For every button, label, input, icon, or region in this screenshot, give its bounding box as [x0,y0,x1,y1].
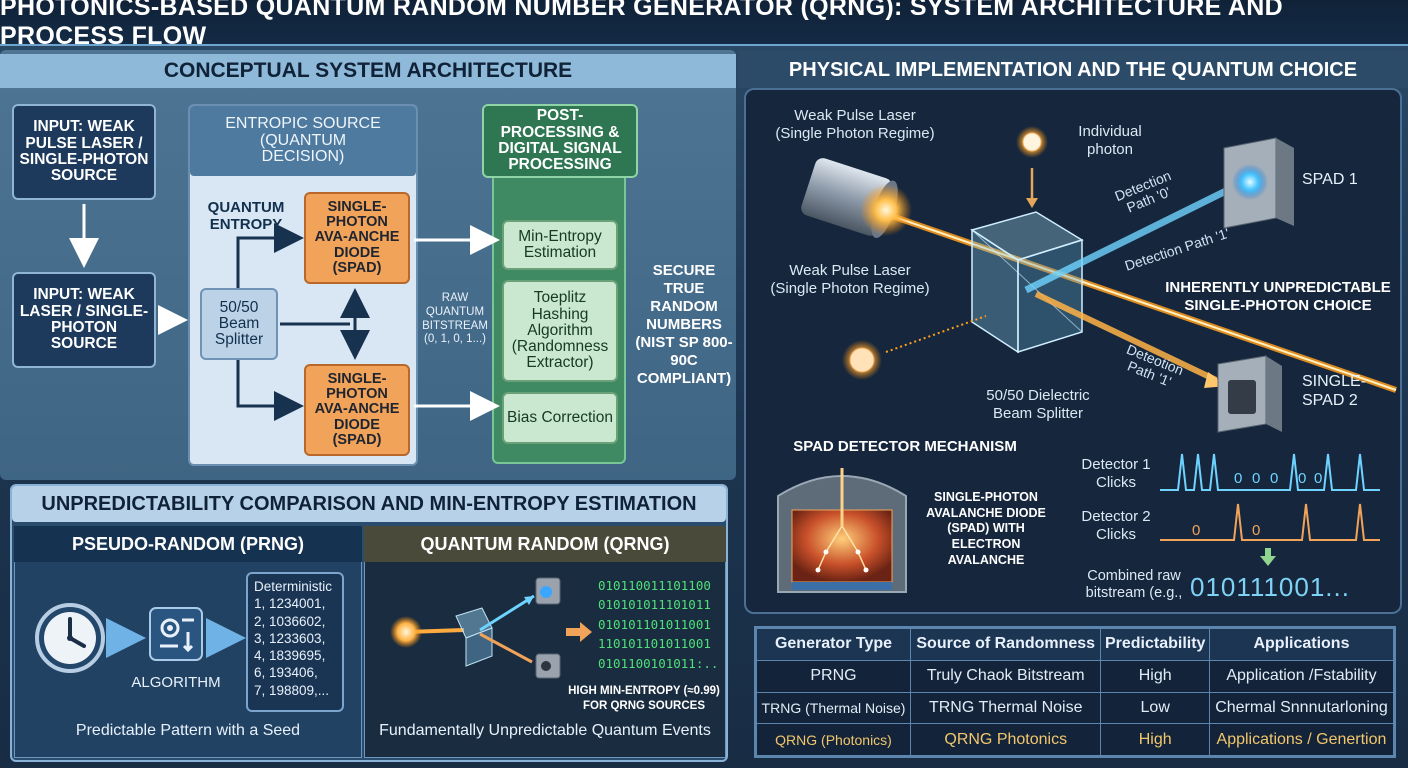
beam-splitter-label: 50/50 Dielectric Beam Splitter [986,387,1090,422]
qrng-title: QUANTUM RANDOM (QRNG) [364,526,726,562]
detector2-bit: 0 [1252,522,1261,539]
qrng-mini-diagram [376,570,566,690]
prng-caption: Predictable Pattern with a Seed [75,722,301,739]
table-cell: High [1100,659,1210,693]
detector1-label: Detector 1 Clicks [1081,456,1151,491]
qrng-bits-line: 0101100101011:.. [598,655,719,671]
deterministic-line: 3, 1233603, [254,630,326,646]
spad-desc-label: SINGLE-PHOTON AVALANCHE DIODE (SPAD) WIT… [926,490,1046,567]
raw-bitstream-label: RAW QUANTUM BITSTREAM (0, 1, 0, 1...) [422,292,488,346]
table-header: Generator Type [756,628,911,661]
combined-bitstream: 010111001... [1190,572,1350,602]
qrng-bits-line: 110101101011001 [598,636,711,652]
bias-correction-box: Bias Correction [502,392,618,444]
qrng-panel [364,526,726,758]
down-arrow-icon [1260,548,1276,566]
table-header: Applications [1208,628,1395,661]
table-cell: High [1100,723,1210,756]
table-cell: Low [1100,691,1210,725]
table-cell: TRNG Thermal Noise [909,691,1102,725]
spad-cross-section-icon [772,462,912,598]
high-min-entropy-label: HIGH MIN-ENTROPY (≈0.99) FOR QRNG SOURCE… [568,685,720,712]
clock-icon [34,602,106,674]
individual-photon-label: Individual photon [1078,123,1142,158]
laser-bottom-label: Weak Pulse Laser (Single Photon Regime) [770,262,930,297]
table-row: PRNG Truly Chaok Bitstream High Applicat… [756,659,1395,693]
qrng-bits-line: 010110011101100 [598,578,711,593]
prng-title: PSEUDO-RANDOM (PRNG) [14,526,362,562]
table-cell: Applications / Genertion [1208,723,1395,756]
table-row: QRNG (Photonics) QRNG Photonics High App… [756,723,1395,756]
physical-heading-band [738,50,1408,88]
min-entropy-box: Min-Entropy Estimation [502,220,618,270]
post-processing-title: POST-PROCESSING & DIGITAL SIGNAL PROCESS… [482,104,638,178]
table-cell: TRNG (Thermal Noise) [756,691,911,725]
detector2-waveform [1160,500,1380,544]
spad1-label: SPAD 1 [1302,171,1358,188]
deterministic-line: 1, 1234001, [254,596,326,612]
deterministic-line: 4, 1839695, [254,648,326,664]
beam-splitter-box: 50/50 Beam Splitter [200,288,278,360]
toeplitz-box: Toeplitz Hashing Algorithm (Randomness E… [502,280,618,382]
table-row: TRNG (Thermal Noise) TRNG Thermal Noise … [756,691,1395,725]
quantum-entropy-label: QUANTUM ENTROPY [207,199,285,233]
entropic-source-title: ENTROPIC SOURCE (QUANTUM DECISION) [190,106,416,176]
qrng-bits-line: 010101011101011 [598,597,711,613]
deterministic-line: 2, 1036602, [254,613,326,629]
spad-top-box: SINGLE-PHOTON AVA-ANCHE DIODE (SPAD) [304,192,410,284]
table-cell: Chermal Snnnutarloning [1208,691,1395,725]
detector1-waveform [1160,450,1380,494]
qrng-bits-line: 010101101011001 [598,616,711,632]
detector2-label: Detector 2 Clicks [1081,508,1151,543]
qrng-arrow [566,622,592,642]
table-cell: PRNG [756,659,911,693]
secure-output-label: SECURE TRUE RANDOM NUMBERS (NIST SP 800-… [635,262,733,387]
detector1-bit: 0 [1314,470,1323,487]
comparison-heading: UNPREDICTABILITY COMPARISON AND MIN-ENTR… [12,486,726,522]
deterministic-line: 6, 193406, [254,665,318,681]
detector1-bit: 0 [1234,470,1243,487]
comparison-table: Generator Type Source of Randomness Pred… [754,626,1396,758]
laser-top-label: Weak Pulse Laser (Single Photon Regime) [775,107,935,142]
table-cell: Truly Chaok Bitstream [909,659,1102,693]
table-cell: QRNG (Photonics) [756,723,911,756]
optics-scene [746,90,1400,470]
algorithm-label: ALGORITHM [131,674,221,691]
table-header: Source of Randomness [909,628,1102,661]
input-top-box: INPUT: WEAK PULSE LASER / SINGLE-PHOTON … [12,104,156,200]
table-cell: QRNG Photonics [909,723,1102,756]
qrng-bits-block: 010110011101100 010101011101011 01010110… [598,576,722,673]
spad-bottom-box: SINGLE-PHOTON AVA-ANCHE DIODE (SPAD) [304,364,410,456]
detector1-bit: 0 [1252,470,1261,487]
qrng-caption: Fundamentally Unpredictable Quantum Even… [379,722,711,739]
deterministic-box: Deterministic 1, 1234001, 2, 1036602, 3,… [246,572,344,712]
detector1-bit: 0 [1270,470,1279,487]
combined-label: Combined raw bitstream (e.g., [1085,568,1183,602]
unpredictable-label: INHERENTLY UNPREDICTABLE SINGLE-PHOTON C… [1165,279,1391,314]
input-bottom-box: INPUT: WEAK LASER / SINGLE-PHOTON SOURCE [12,272,156,368]
detector1-bit: 0 [1298,470,1307,487]
spad-mechanism-title: SPAD DETECTOR MECHANISM [793,438,1017,455]
detector2-bit: 0 [1192,522,1201,539]
spad2-label: SINGLE-SPAD 2 [1302,373,1367,410]
algorithm-icon [148,606,204,662]
table-cell: Application /Fstability [1208,659,1395,693]
table-header-row: Generator Type Source of Randomness Pred… [756,628,1395,661]
deterministic-line: 7, 198809,... [254,682,330,698]
physical-heading: PHYSICAL IMPLEMENTATION AND THE QUANTUM … [788,58,1358,81]
table-header: Predictability [1100,628,1210,661]
architecture-heading: CONCEPTUAL SYSTEM ARCHITECTURE [0,54,736,88]
page-title: PHOTONICS-BASED QUANTUM RANDOM NUMBER GE… [0,0,1408,50]
deterministic-title: Deterministic [254,579,333,594]
